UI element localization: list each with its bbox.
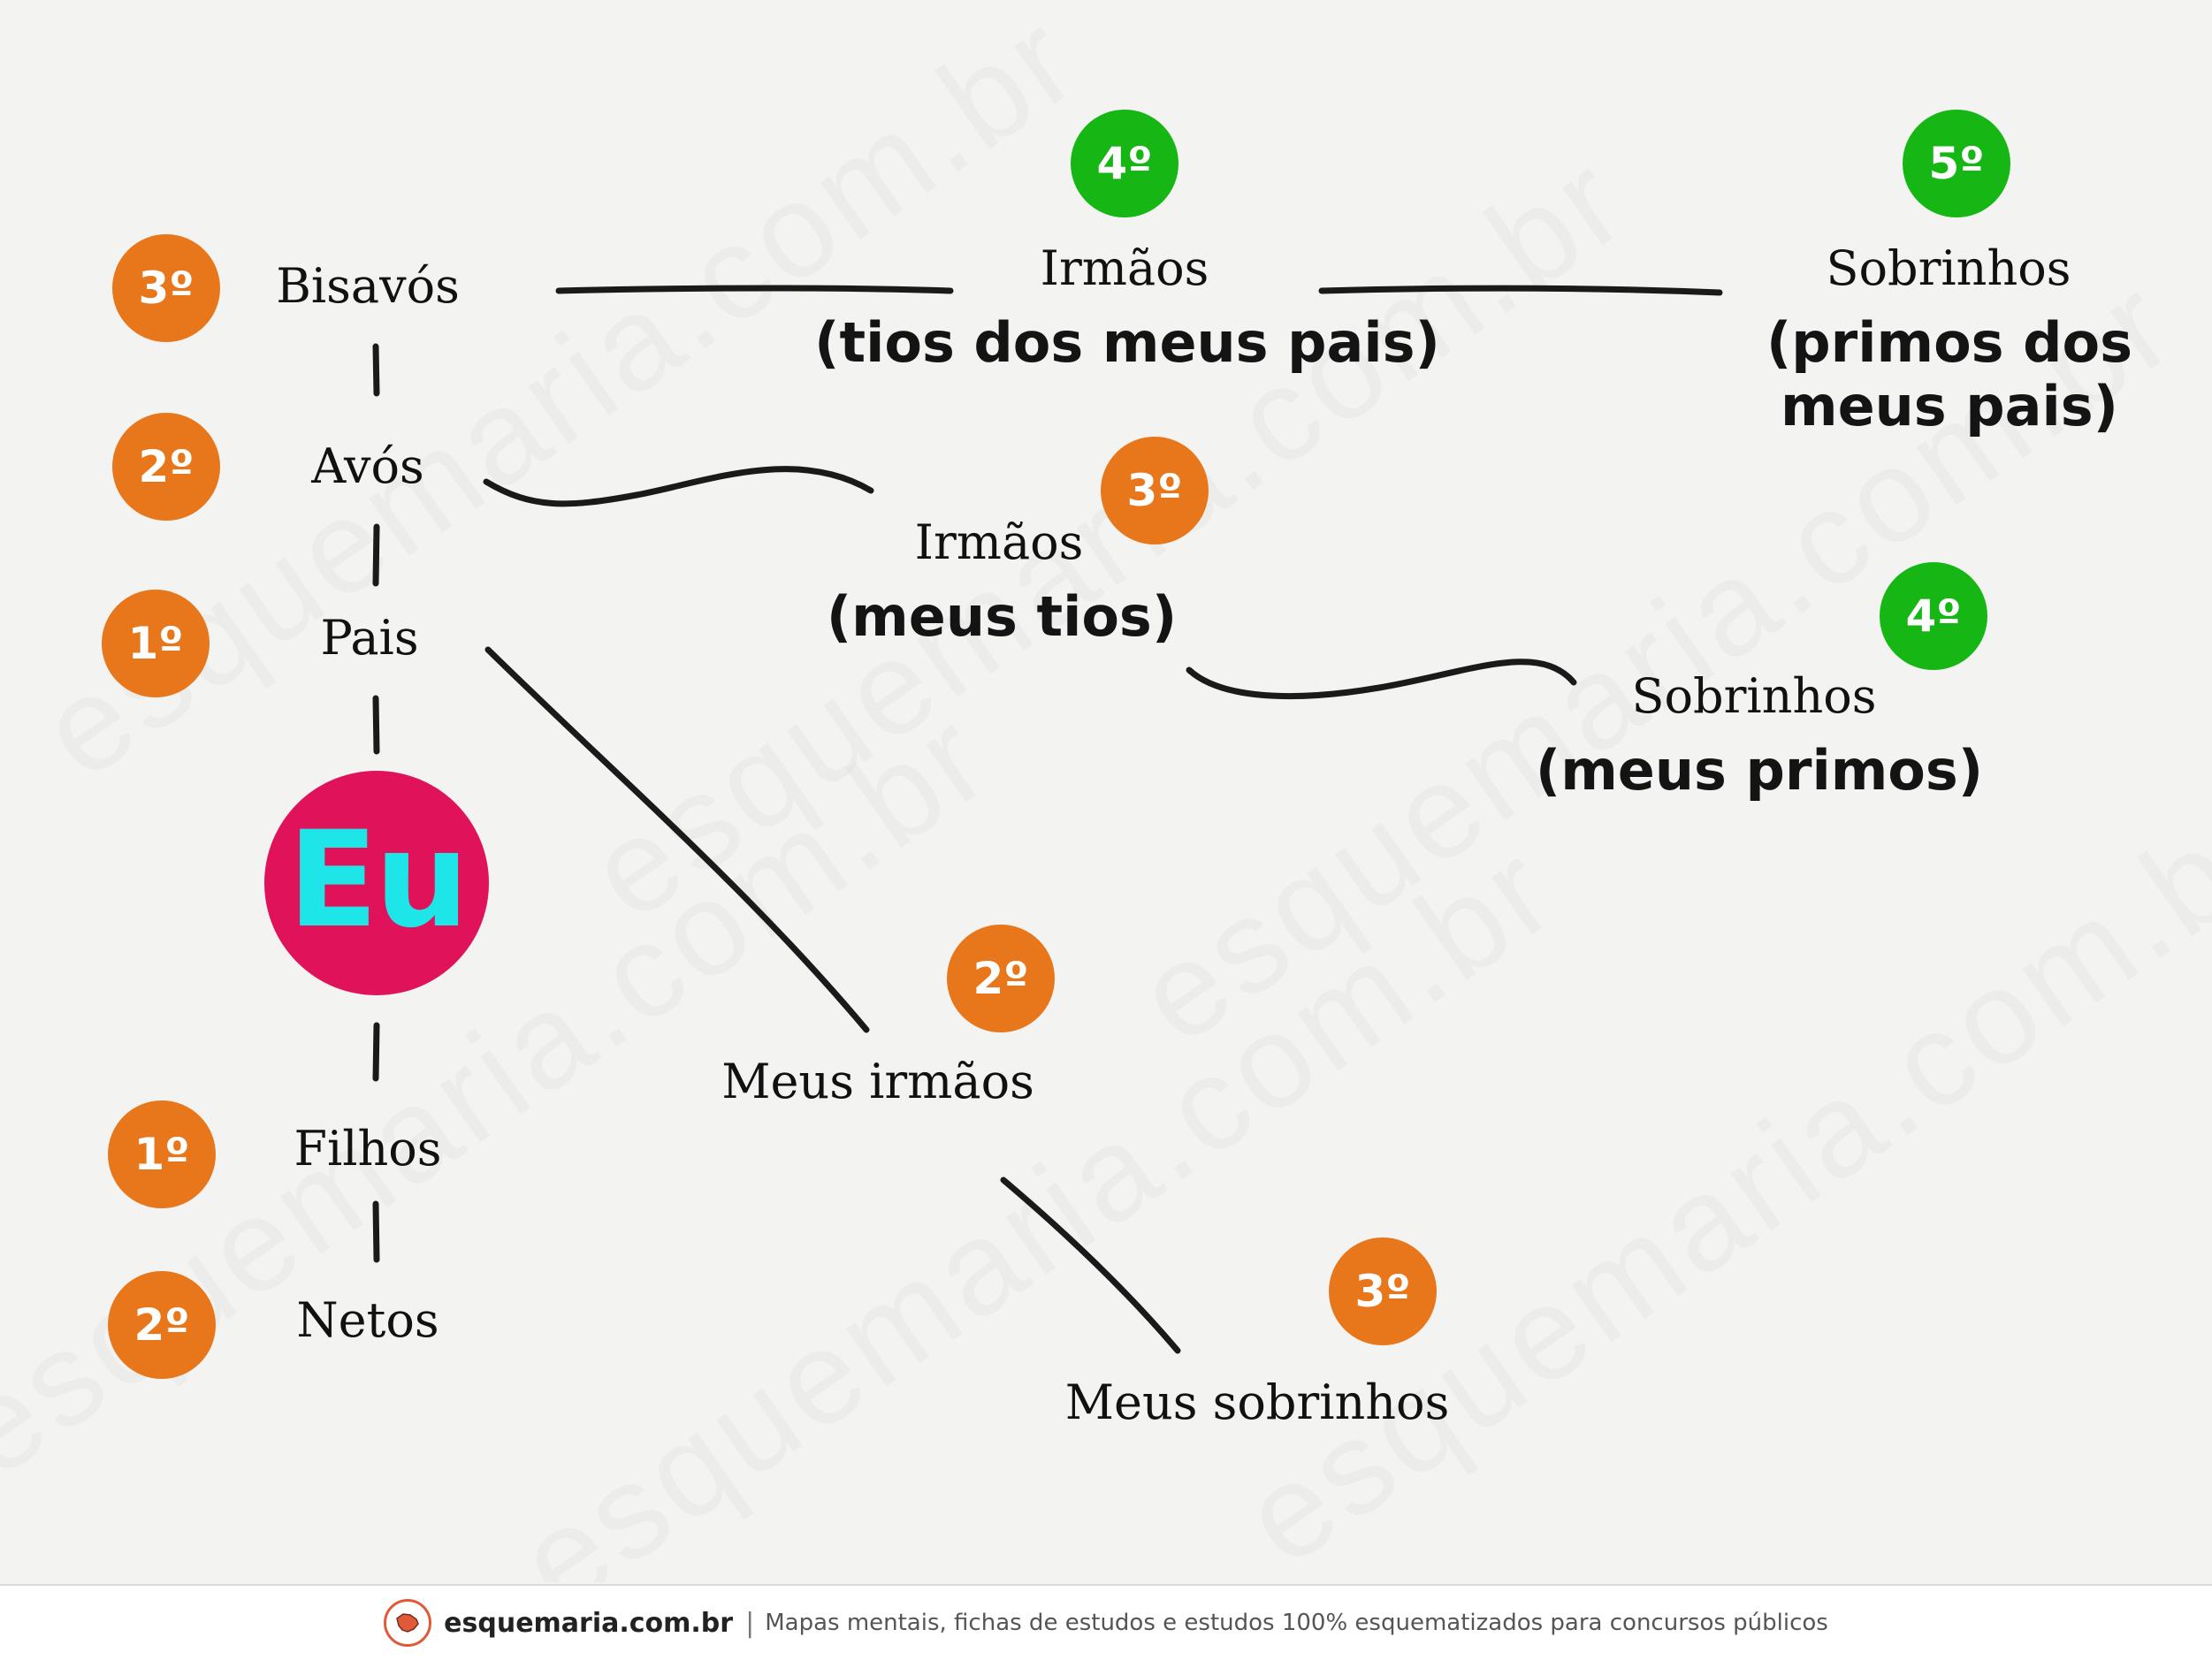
connector-tios-primos: [1186, 659, 1577, 700]
eu-label: Eu: [287, 803, 469, 957]
sublabel-primos-pais-line1: (primos dos: [1766, 310, 2133, 375]
degree-badge: 3º: [1329, 1237, 1437, 1345]
connector-filhos-netos: [372, 1200, 380, 1263]
degree-badge: 2º: [108, 1271, 216, 1379]
connector-avos-pais: [372, 523, 380, 587]
label-netos: Netos: [296, 1292, 439, 1348]
connector-pais-irmaos: [484, 646, 870, 1033]
footer-tagline: Mapas mentais, fichas de estudos e estud…: [765, 1610, 1828, 1636]
label-sobrinhos-primos-pais: Sobrinhos: [1826, 240, 2071, 296]
brazil-map-icon: [384, 1599, 432, 1647]
footer-brand[interactable]: esquemaria.com.br: [444, 1607, 734, 1639]
degree-badge: 1º: [108, 1100, 216, 1208]
label-avos: Avós: [311, 438, 424, 494]
sublabel-primos-pais-line2: meus pais): [1781, 374, 2118, 438]
label-filhos: Filhos: [294, 1121, 442, 1176]
degree-badge: 2º: [112, 413, 220, 521]
label-irmaos-tios-pais: Irmãos: [1040, 240, 1209, 296]
label-pais: Pais: [320, 610, 419, 666]
sublabel-meus-tios: (meus tios): [826, 584, 1178, 649]
degree-badge: 3º: [112, 234, 220, 342]
footer-bar: esquemaria.com.br | Mapas mentais, ficha…: [0, 1584, 2212, 1660]
connector-eu-filhos: [372, 1022, 380, 1082]
connector-irmaos-sobrinhos-top: [1318, 285, 1723, 296]
sublabel-tios-pais: (tios dos meus pais): [814, 310, 1440, 375]
degree-badge: 4º: [1071, 110, 1178, 217]
degree-badge: 4º: [1880, 562, 1987, 670]
eu-circle: Eu: [264, 771, 489, 995]
label-sobrinhos-primos: Sobrinhos: [1631, 668, 1877, 724]
label-meus-irmaos: Meus irmãos: [721, 1054, 1034, 1109]
label-meus-sobrinhos: Meus sobrinhos: [1064, 1374, 1450, 1430]
connector-irmaos-sobrinhos: [1000, 1176, 1181, 1354]
label-irmaos-tios: Irmãos: [914, 514, 1084, 570]
connector-avos-tios: [483, 466, 874, 507]
label-bisavos: Bisavós: [276, 258, 460, 314]
footer-separator: |: [745, 1607, 755, 1639]
degree-badge: 5º: [1903, 110, 2010, 217]
connector-bisavos-avos: [372, 343, 380, 397]
sublabel-meus-primos: (meus primos): [1535, 738, 1984, 803]
connector-pais-eu: [372, 695, 380, 755]
degree-badge: 2º: [947, 925, 1055, 1032]
degree-badge: 3º: [1101, 437, 1209, 544]
degree-badge: 1º: [102, 590, 210, 697]
connector-bisavos-irmaos: [555, 285, 954, 294]
